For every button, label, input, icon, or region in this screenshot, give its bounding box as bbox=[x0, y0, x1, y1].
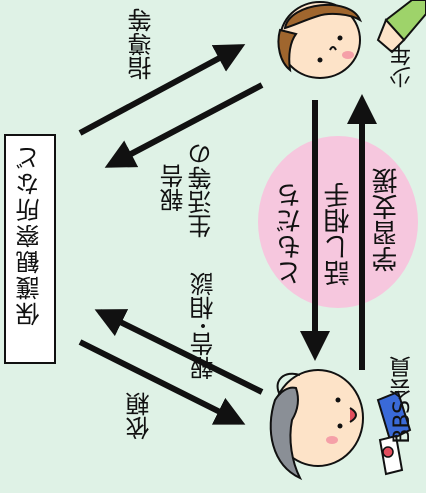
label-study: 学習支援 bbox=[372, 168, 402, 272]
member-label: BBS会員 bbox=[390, 356, 415, 444]
label-life-report-line2: 報告 bbox=[160, 164, 188, 212]
label-consult: 報告･相談 bbox=[190, 272, 218, 380]
label-talk: 話し相手 bbox=[324, 182, 354, 286]
arrow-request bbox=[78, 339, 246, 425]
arrow-life-report bbox=[104, 82, 264, 168]
label-friend: ともだち bbox=[276, 182, 306, 286]
youth-face-icon bbox=[277, 1, 363, 79]
label-request: 依頼 bbox=[126, 392, 154, 440]
arrow-consult bbox=[94, 309, 264, 395]
label-life-report-line1: 生活等の bbox=[188, 142, 216, 238]
org-label: 保護観察所など bbox=[16, 144, 44, 326]
arrow-guidance bbox=[78, 44, 246, 136]
blue-ribbon-icon bbox=[376, 390, 412, 476]
friendship-bubble bbox=[258, 136, 418, 308]
member-face-icon bbox=[269, 369, 364, 481]
org-box: 保護観察所など bbox=[4, 134, 56, 364]
youth-label: 少年 bbox=[390, 44, 415, 88]
green-ribbon-icon bbox=[376, 0, 426, 54]
label-guidance: 指導等 bbox=[128, 8, 156, 80]
